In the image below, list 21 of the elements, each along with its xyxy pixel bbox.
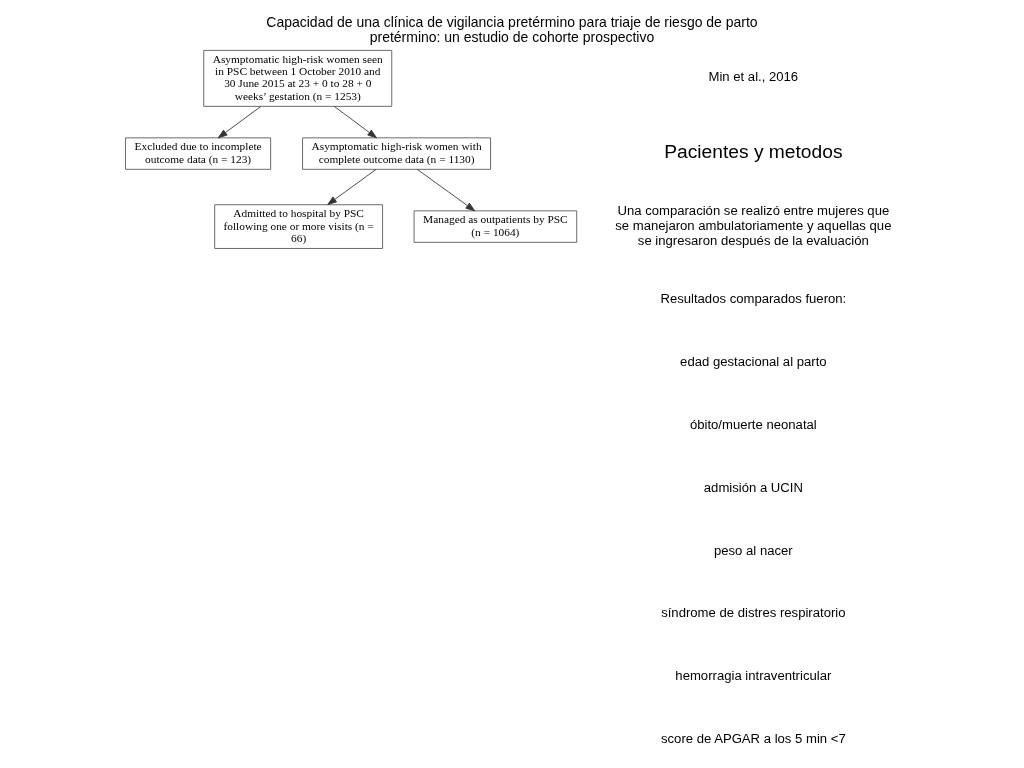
label: Resultados comparados fueron: [660,290,847,306]
label: síndrome de distres respiratorio [661,605,846,621]
label: óbito/muerte neonatal [689,416,817,432]
label: edad gestacional al parto [680,353,827,369]
node-box: Asymptomatic high-risk women seen in PSC between 1 October 2010 and 30 June 2015 at 23 + 0 to 28 + 0 weeks’ gestation (n = 1253) [203,49,393,107]
arrow [217,105,262,139]
label: Pacientes y metodos [664,141,843,163]
diagram-title: Capacidad de una clínica de vigilancia pretérmino para triaje de riesgo de parto pretérmino: un estudio de cohorte prospectivo [266,13,758,46]
label: admisión a UCIN [703,479,803,495]
node-box: Managed as outpatients by PSC (n = 1064) [413,210,578,243]
label: hemorragia intraventricular [675,668,832,684]
arrow [416,168,476,212]
label: peso al nacer [713,542,793,558]
node-box: Excluded due to incomplete outcome data (n = 123) [125,137,272,170]
node-box: Asymptomatic high-risk women with complete outcome data (n = 1130) [302,137,491,170]
arrow [327,168,377,206]
label: Min et al., 2016 [708,69,799,85]
label: score de APGAR a los 5 min <7 [660,731,846,747]
label: Una comparación se realizó entre mujeres que se manejaron ambulatoriamente y aquellas que se ingresaron después de la evaluación [615,202,892,248]
arrow [333,105,377,139]
node-box: Admitted to hospital by PSC following one or more visits (n = 66) [214,204,383,249]
